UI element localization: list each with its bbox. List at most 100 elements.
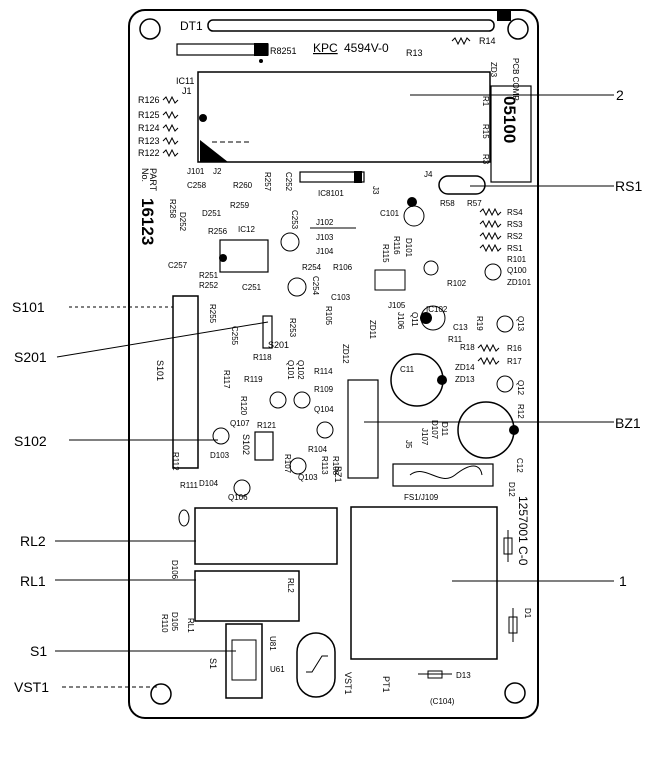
board-label-d251: D251 [202,209,222,218]
board-label-j2: J2 [213,167,222,176]
board-label-j104: J104 [316,247,334,256]
r8251-pad [254,43,268,56]
board-label-r120: R120 [239,396,248,416]
display-05100 [490,85,532,183]
board-label-c13: C13 [453,323,468,332]
board-label-r251: R251 [199,271,219,280]
board-label-d252: D252 [178,212,187,232]
left-resistor-zigzags [162,95,179,158]
component-1-transformer [350,506,498,660]
board-label-d104: D104 [199,479,219,488]
fs1-fuse-element [409,465,483,479]
svg-text:RS1: RS1 [507,244,523,253]
callout-s1: S1 [30,643,47,659]
relay-rl2 [194,507,338,565]
board-label-r119: R119 [244,375,263,384]
q100-transistor [484,263,502,281]
board-label-j107: J107 [420,428,429,446]
board-label-q106: Q106 [228,493,248,502]
board-label-r114: R114 [314,367,333,376]
ic8101-pad [354,171,362,183]
s201-switch [262,315,273,349]
mount-hole-top-left [139,18,161,40]
transistor-q102 [293,391,311,409]
board-label-ic12: IC12 [238,225,255,234]
svg-text:R122: R122 [138,148,160,158]
board-label-rl1: RL1 [186,618,195,633]
board-label-d11: D11 [440,422,449,437]
board-label-j3: J3 [371,186,380,195]
c11-pad [437,375,447,385]
board-label-r57: R57 [467,199,482,208]
board-label-r253: R253 [288,318,297,338]
board-label-r112: R112 [171,452,180,471]
s101-strip [172,295,199,469]
board-label-q103: Q103 [298,473,318,482]
s102-switch [254,431,274,461]
board-label-r257: R257 [263,172,272,192]
board-label-d107: D107 [430,420,439,440]
board-label-r105: R105 [324,306,333,326]
relay-rl1 [194,570,300,622]
left-resistor-stack: R126 R125 R124 R123 R122 [138,95,160,158]
mount-hole-top-right [507,18,529,40]
board-label-r259: R259 [230,201,250,210]
board-label-c255: C255 [230,326,239,346]
dt1-bar [207,19,495,32]
board-label-c104: (C104) [430,697,455,706]
component-2-corner [200,140,228,162]
board-label-r12: R12 [516,404,525,419]
switch-s1 [225,623,263,699]
svg-text:R125: R125 [138,110,160,120]
board-label-r118: R118 [253,353,272,362]
board-label-c11: C11 [400,365,415,374]
board-label-zd13: ZD13 [455,375,475,384]
board-label-c254: C254 [311,276,320,296]
board-label-j102: J102 [316,218,334,227]
board-label-c258: C258 [187,181,207,190]
bz1-box [347,379,379,479]
r14-resistor [451,36,471,46]
board-label-r107: R107 [283,454,292,474]
board-label-r17: R17 [507,357,522,366]
c253-cap [280,232,300,252]
board-label-u61: U61 [270,665,285,674]
transistor-q101 [269,391,287,409]
board-label-d12: D12 [507,482,516,497]
board-label-ic8101: IC8101 [318,189,344,198]
board-label-r102: R102 [447,279,467,288]
board-label-r110: R110 [160,614,169,633]
board-outline [128,9,539,719]
ic12-pad [219,254,227,262]
transistor-q107 [212,427,230,445]
callout-vst1: VST1 [14,679,49,695]
callout-1: 1 [619,573,627,589]
component-2-module [197,71,491,163]
board-label-rl2: RL2 [286,578,295,593]
board-label-r115: R115 [381,244,390,263]
board-label-r8251: R8251 [270,46,297,56]
board-label-r116: R116 [392,236,401,255]
right-resistor-labels: RS4 RS3 RS2 RS1 R101 Q100 ZD101 [507,208,532,287]
svg-text:R126: R126 [138,95,160,105]
board-label-r260: R260 [233,181,253,190]
right-resistor-zigzags [479,207,502,253]
svg-text:PART: PART [148,168,158,192]
board-label-r255: R255 [208,304,217,324]
r111-coil [178,509,190,527]
board-label-r104: R104 [308,445,328,454]
board-label-r106: R106 [333,263,353,272]
board-label-bz1: BZ1 [333,466,343,483]
board-label-s1: S1 [208,658,218,669]
c254-cap [287,277,307,297]
vst1-symbol [306,655,328,673]
board-label-r258: R258 [168,199,177,219]
board-label-q102: Q102 [296,360,305,380]
ic8101-bar [299,171,365,183]
callout-rl1: RL1 [20,573,46,589]
callout-s102: S102 [14,433,47,449]
callout-bz1: BZ1 [615,415,641,431]
callout-s101: S101 [12,299,45,315]
board-label-code: 1257001 C-0 [516,496,530,566]
